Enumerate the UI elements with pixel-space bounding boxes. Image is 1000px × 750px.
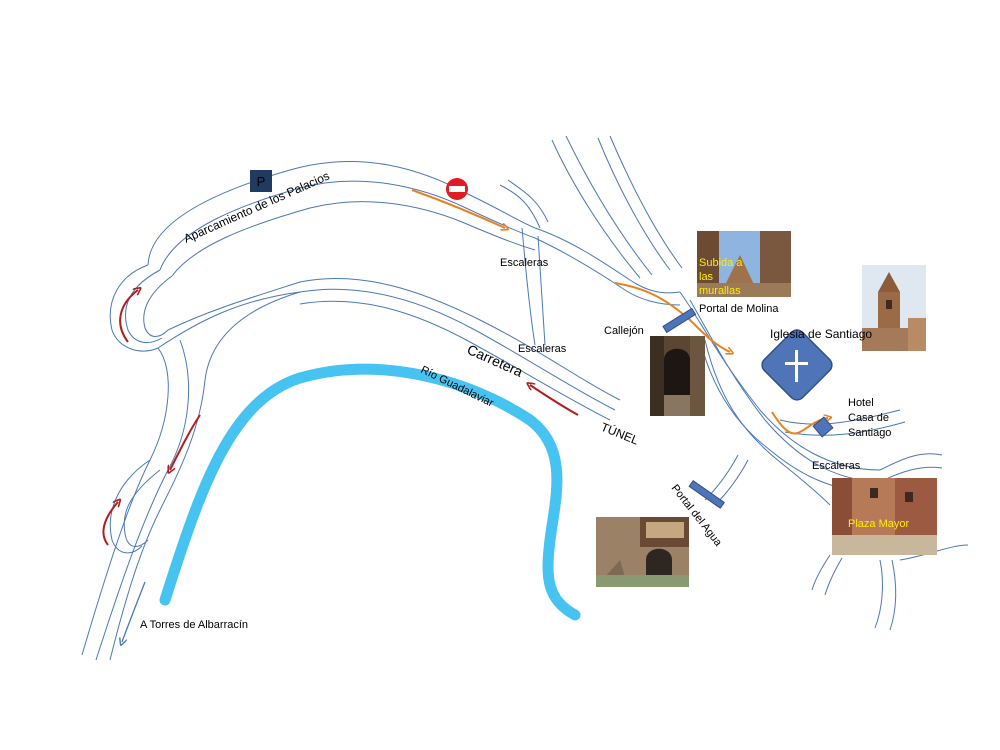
label-hotel-1: Hotel [848, 397, 874, 409]
photo-label-line1: Subida a [699, 257, 743, 269]
road-edge [157, 291, 301, 349]
road-edge [521, 227, 536, 346]
road-edge [597, 137, 671, 271]
label-rio: Río Guadalaviar [419, 364, 496, 410]
orange-route-arrow [771, 411, 828, 435]
label-hotel-2: Casa de [848, 412, 889, 424]
photo-portal-agua [596, 517, 689, 587]
road-edge [704, 339, 831, 506]
red-route-arrow [530, 385, 579, 416]
red-route-arrow [170, 414, 201, 470]
road-edge [299, 300, 611, 421]
blue-direction-arrow [122, 581, 146, 642]
road-edge [125, 269, 163, 343]
road-edge [534, 227, 681, 294]
label-escaleras-mid: Escaleras [518, 343, 567, 355]
road-edge [534, 237, 681, 306]
road-edge [689, 299, 881, 483]
road-edge [109, 459, 151, 554]
no-entry-sign-icon [446, 178, 468, 200]
road-edge [299, 277, 621, 401]
photo-subida-murallas: Subida a las murallas [697, 231, 791, 297]
road-edge [811, 554, 831, 591]
label-hotel-3: Santiago [848, 427, 891, 439]
orange-route-arrow [614, 282, 730, 352]
road-edge [171, 201, 536, 277]
road-edge [551, 139, 641, 279]
road-edge [879, 453, 943, 471]
road-edge [109, 264, 159, 352]
road-edge [143, 275, 173, 337]
photo-plaza-mayor: Plaza Mayor [832, 478, 937, 555]
parking-sign-letter: P [257, 174, 266, 189]
river [159, 363, 581, 621]
portal-de-molina-marker [662, 307, 697, 334]
road-edge [159, 180, 536, 271]
road-network [81, 135, 969, 661]
orange-route-arrow [411, 189, 505, 228]
road-edge [507, 179, 549, 223]
label-iglesia: Iglesia de Santiago [770, 327, 872, 341]
road-edge [899, 544, 969, 561]
church-cross-icon [761, 329, 833, 401]
label-carretera: Carretera [465, 341, 526, 380]
label-tunel: TÚNEL [599, 419, 641, 448]
road-edge [779, 409, 901, 425]
road-edge [824, 557, 843, 596]
portal-del-agua-marker [688, 479, 725, 509]
road-edge [167, 281, 301, 331]
road-edge [609, 135, 683, 269]
road-edge [81, 347, 169, 656]
label-torres: A Torres de Albarracín [140, 619, 248, 631]
route-arrows [102, 189, 828, 642]
road-edge [95, 339, 190, 661]
road-edge [299, 288, 616, 411]
hotel-marker [812, 416, 834, 438]
label-escaleras-right: Escaleras [812, 460, 861, 472]
label-escaleras-top: Escaleras [500, 257, 549, 269]
road-edge [889, 559, 897, 631]
parking-sign-icon: P [250, 170, 272, 192]
road-edge [679, 291, 881, 471]
label-callejon: Callejón [604, 325, 644, 337]
road-edge [109, 291, 301, 661]
photo-label-plaza: Plaza Mayor [848, 518, 909, 530]
red-route-arrow [102, 502, 118, 546]
red-route-arrow [119, 290, 138, 343]
road-edge [147, 160, 536, 266]
road-edge [123, 469, 161, 547]
photo-label-line3: murallas [699, 285, 741, 297]
road-edge [499, 184, 541, 229]
road-edge [565, 135, 653, 276]
photo-callejon [650, 336, 705, 416]
road-edge [874, 559, 883, 629]
road-edge [784, 421, 906, 436]
label-portal-molina: Portal de Molina [699, 303, 779, 315]
photo-label-line2: las [699, 271, 714, 283]
road-edge [537, 235, 546, 346]
photo-iglesia [862, 265, 926, 351]
